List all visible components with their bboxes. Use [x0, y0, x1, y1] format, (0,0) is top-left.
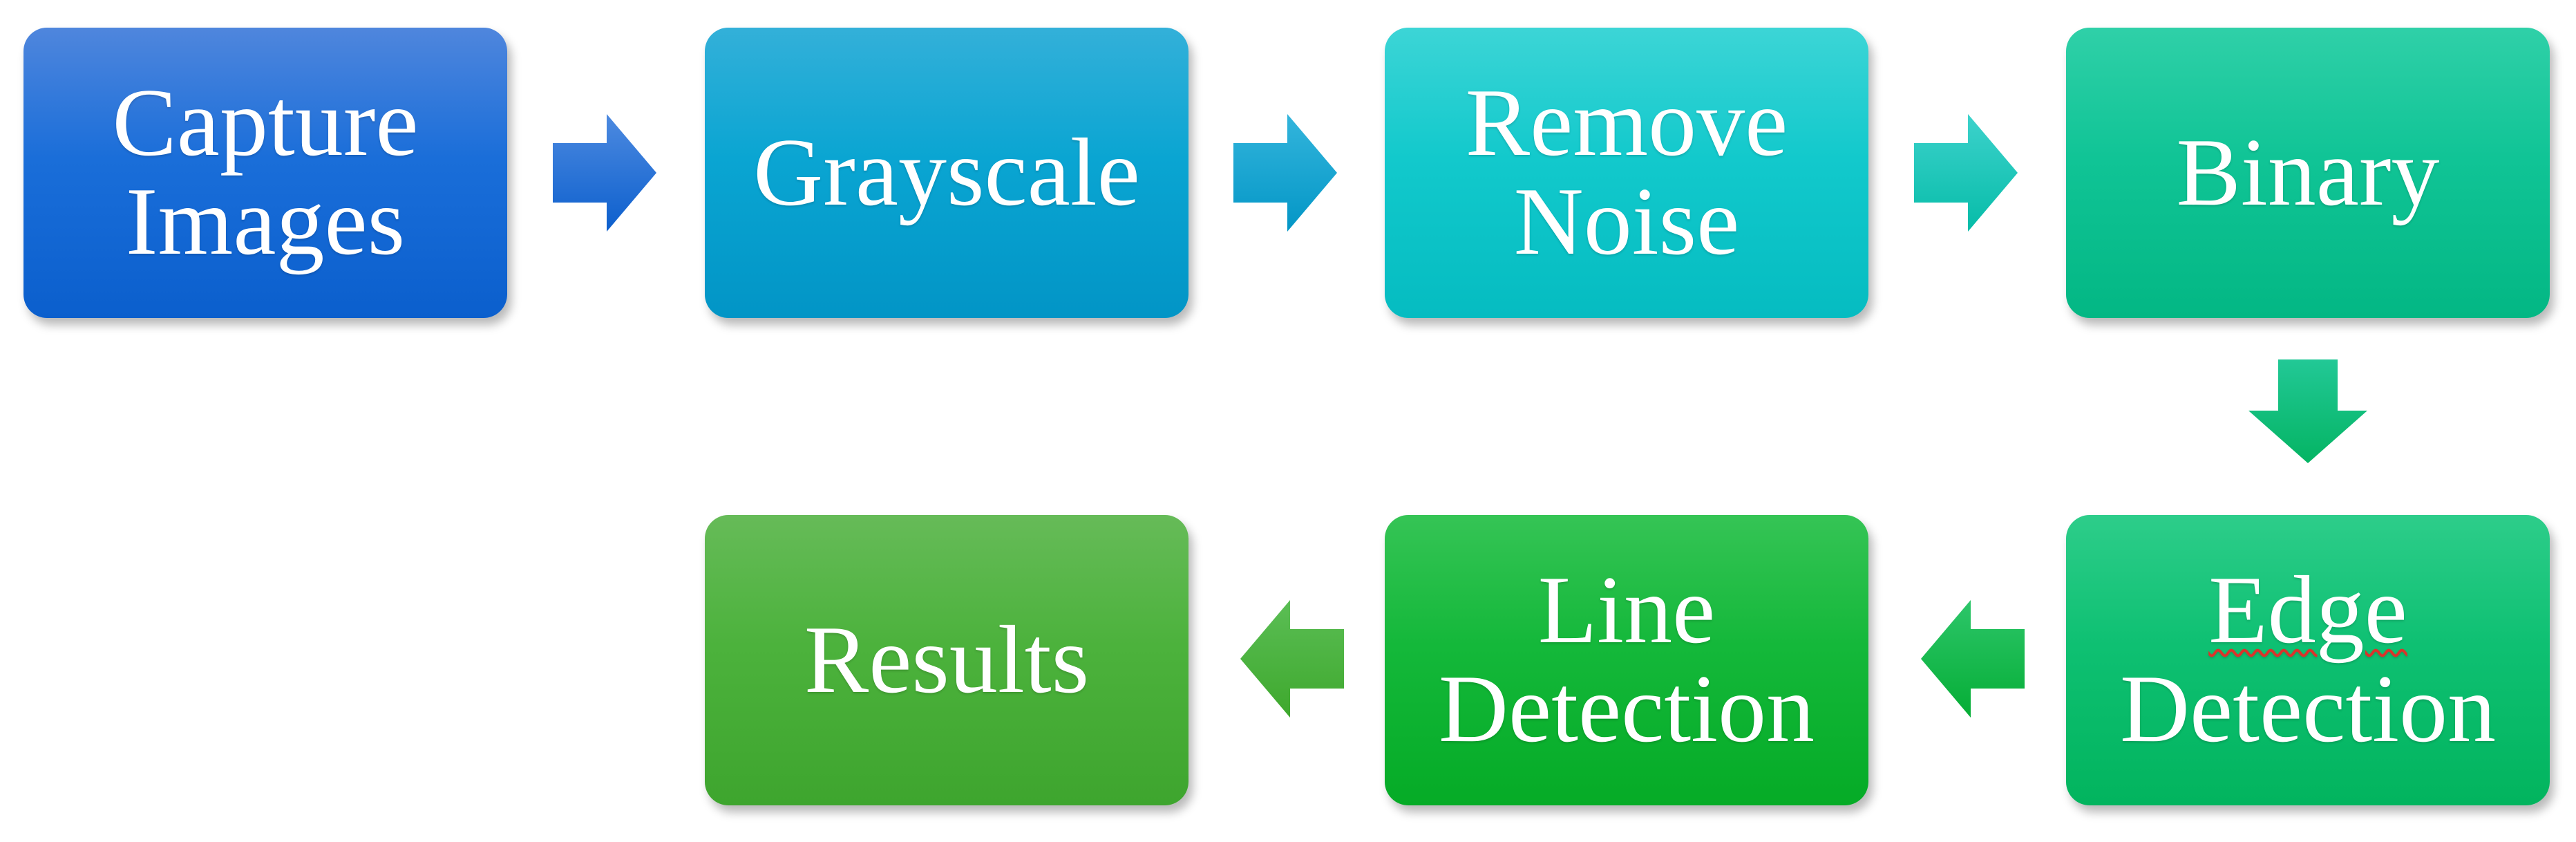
- step-label: Results: [804, 606, 1090, 713]
- step-grayscale: Grayscale: [705, 28, 1188, 318]
- step-label-line2: Noise: [1513, 168, 1740, 275]
- step-edge-detection: Edge Detection: [2066, 515, 2550, 805]
- step-label-line1: Line: [1537, 556, 1716, 664]
- step-capture-images: Capture Images: [23, 28, 507, 318]
- step-label: Remove Noise: [1465, 69, 1788, 275]
- arrow-right-icon: [1914, 114, 2018, 232]
- step-binary: Binary: [2066, 28, 2550, 318]
- arrow-left-icon: [1921, 600, 2025, 718]
- step-label: Line Detection: [1439, 561, 1815, 759]
- step-remove-noise: Remove Noise: [1385, 28, 1868, 318]
- step-label: Capture Images: [112, 69, 419, 275]
- arrow-right-icon: [553, 114, 656, 232]
- step-label-line1: Edge: [2208, 556, 2407, 664]
- step-label-line2: Detection: [2119, 655, 2497, 763]
- step-label: Binary: [2176, 118, 2440, 226]
- arrow-down-icon: [2248, 359, 2367, 463]
- step-label-line2: Images: [125, 168, 406, 275]
- step-results: Results: [705, 515, 1188, 805]
- arrow-left-icon: [1240, 600, 1344, 718]
- step-line-detection: Line Detection: [1385, 515, 1868, 805]
- step-label: Edge Detection: [2120, 561, 2496, 759]
- step-label-line2: Detection: [1438, 655, 1815, 763]
- arrow-right-icon: [1233, 114, 1337, 232]
- step-label-line1: Capture: [112, 69, 419, 177]
- step-label-line1: Remove: [1465, 69, 1788, 177]
- step-label: Grayscale: [753, 118, 1140, 226]
